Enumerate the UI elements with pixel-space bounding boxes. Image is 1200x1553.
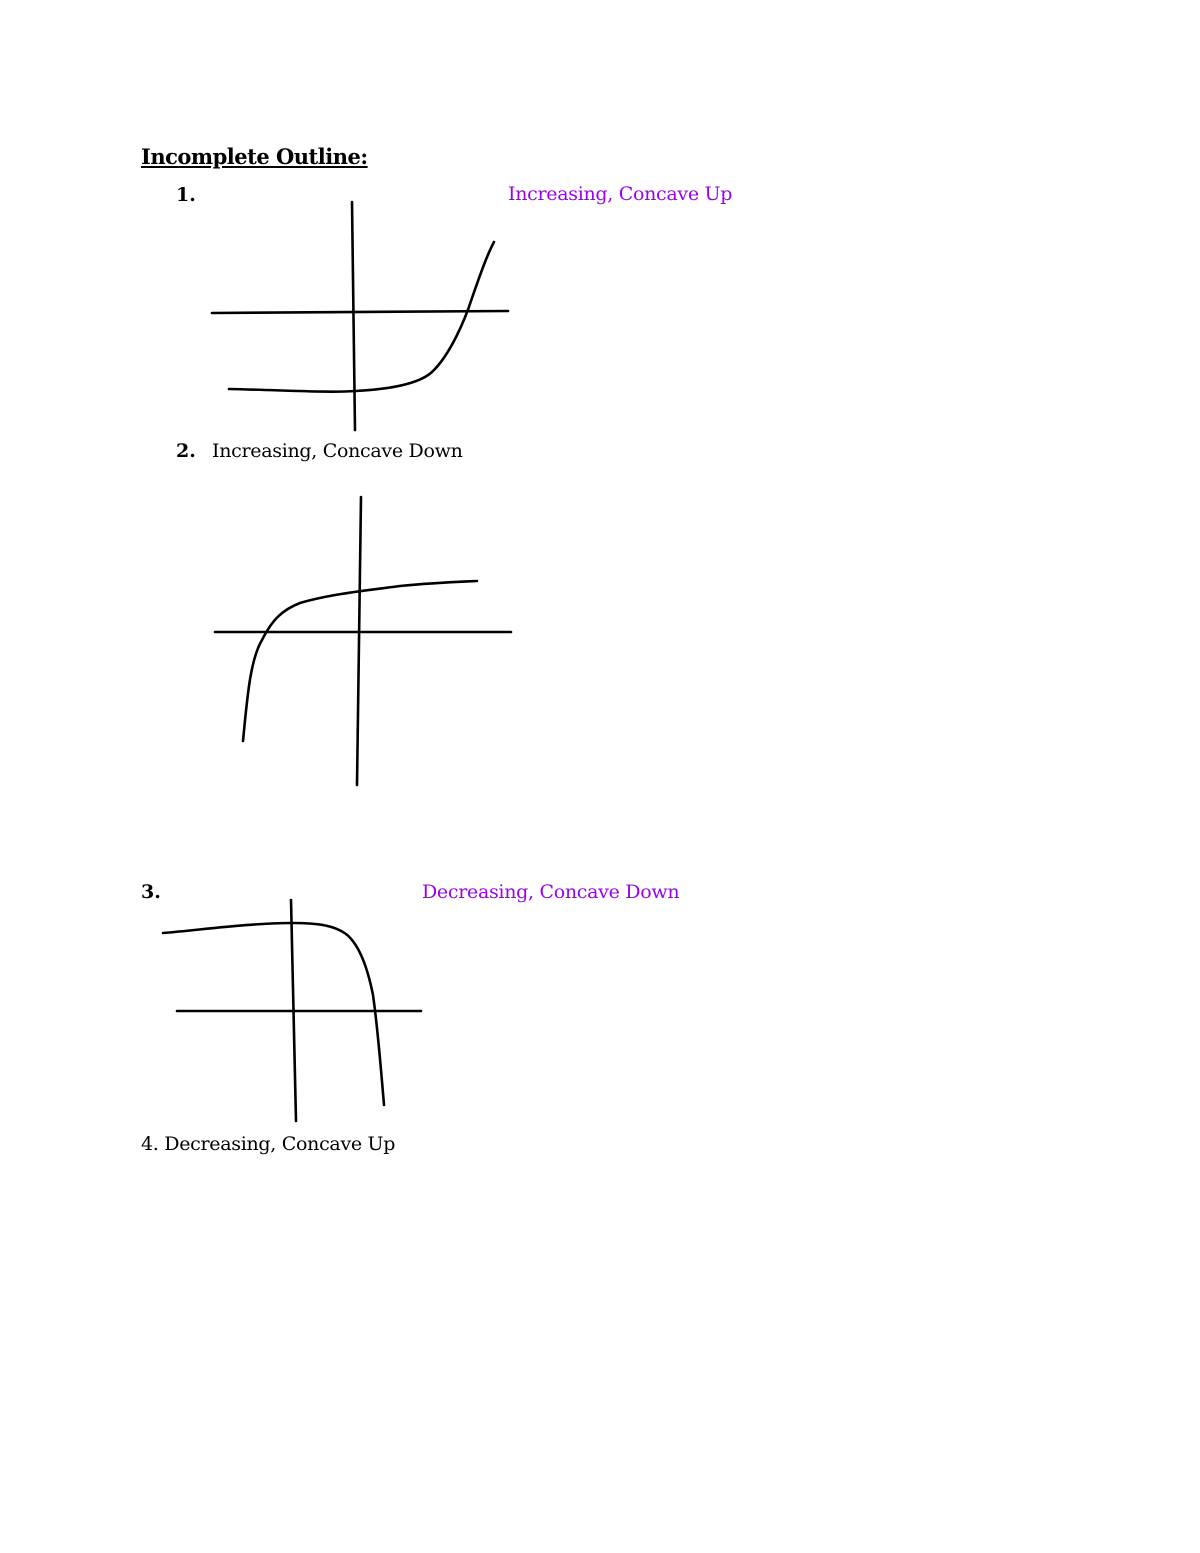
item-text: Decreasing, Concave Up [164,1133,396,1155]
item-label: Decreasing, Concave Down [422,881,680,903]
y-axis [355,495,363,787]
item-label: Increasing, Concave Up [508,183,733,205]
item-label: Increasing, Concave Down [212,440,463,462]
outline-heading: Incomplete Outline: [141,144,368,169]
curve [241,579,479,743]
curve [161,921,386,1107]
item-number: 2. [176,440,196,462]
item-number: 4. [141,1133,159,1155]
item-number: 3. [141,881,161,903]
item-number: 1. [176,184,196,206]
item-label: 4. Decreasing, Concave Up [141,1133,395,1155]
x-axis [210,309,510,315]
curve [227,240,496,393]
